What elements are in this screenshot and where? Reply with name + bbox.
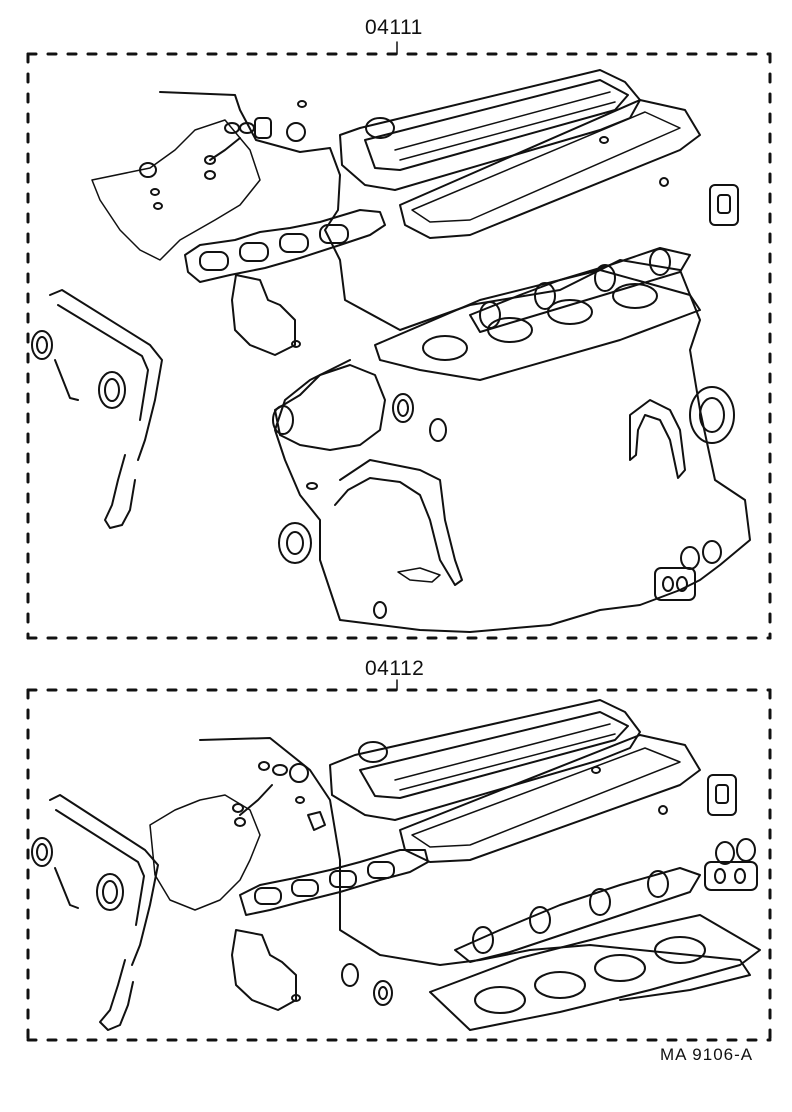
- panel-2-frame: [26, 679, 772, 1042]
- panel-2-part-number: 04112: [365, 657, 425, 680]
- drawing-reference: MA 9106-A: [660, 1045, 754, 1064]
- panel-1-part-number: 04111: [365, 16, 423, 39]
- panel-1-engine-drawing: [31, 69, 751, 633]
- panel-1-frame: [26, 41, 772, 640]
- panel-2-engine-drawing: [31, 699, 761, 1031]
